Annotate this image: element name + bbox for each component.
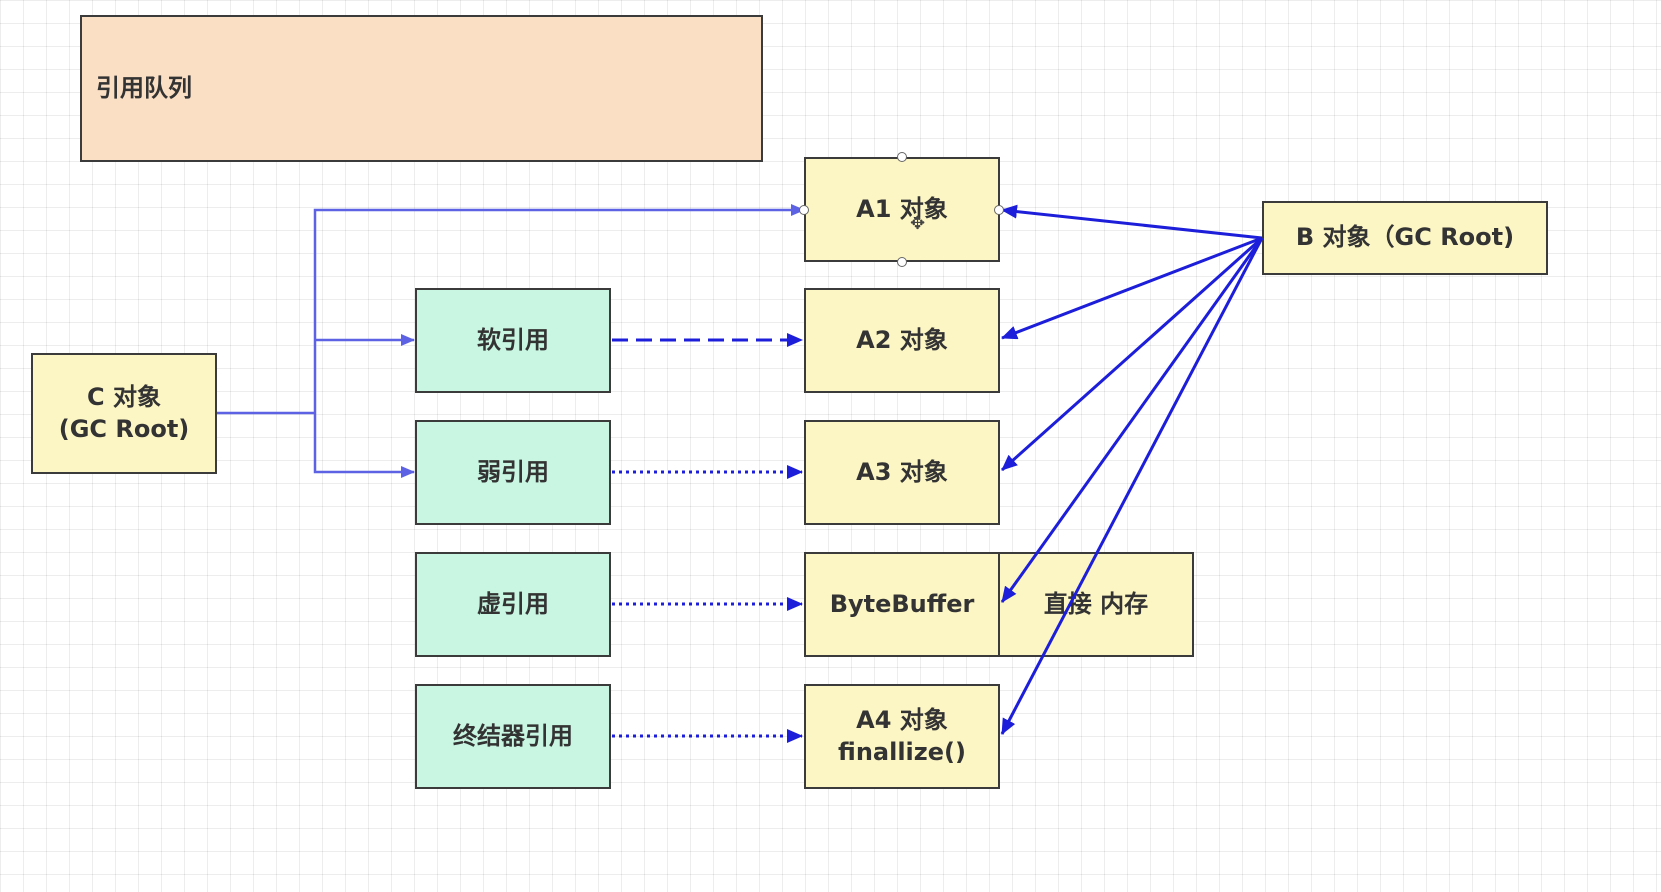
edge-b-to-a2[interactable] (1001, 236, 1263, 340)
edge-c-to-weak[interactable] (313, 413, 415, 478)
c-object-label: C 对象 (GC Root) (58, 383, 190, 443)
selection-handle-top[interactable] (897, 152, 907, 162)
c-object-box[interactable]: C 对象 (GC Root) (31, 353, 217, 474)
weak-reference-label: 弱引用 (477, 457, 549, 486)
reference-queue-label: 引用队列 (96, 73, 192, 102)
a1-object-label: A1 对象 (856, 194, 948, 223)
direct-memory-label: 直接 内存 (1043, 589, 1149, 618)
phantom-reference-label: 虚引用 (477, 589, 549, 618)
soft-reference-box[interactable]: 软引用 (415, 288, 611, 393)
soft-reference-label: 软引用 (477, 325, 549, 354)
weak-reference-box[interactable]: 弱引用 (415, 420, 611, 525)
finalizer-reference-label: 终结器引用 (453, 721, 573, 750)
a4-object-label: A4 对象 finallize() (838, 706, 966, 766)
reference-queue-box[interactable]: 引用队列 (80, 15, 763, 162)
reference-edges (612, 333, 803, 743)
selection-handle-left[interactable] (799, 205, 809, 215)
a2-object-label: A2 对象 (856, 325, 948, 354)
edge-b-to-a3[interactable] (1001, 236, 1263, 472)
finalizer-reference-box[interactable]: 终结器引用 (415, 684, 611, 789)
b-object-box[interactable]: B 对象（GC Root) (1262, 201, 1548, 275)
a1-object-box[interactable]: A1 对象 (804, 157, 1000, 262)
a4-object-box[interactable]: A4 对象 finallize() (804, 684, 1000, 789)
selection-handle-bottom[interactable] (897, 257, 907, 267)
edge-b-to-a4[interactable] (1000, 237, 1264, 735)
a3-object-label: A3 对象 (856, 457, 948, 486)
edge-b-to-bytebuffer[interactable] (1000, 237, 1264, 603)
bytebuffer-label: ByteBuffer (829, 589, 975, 618)
a3-object-box[interactable]: A3 对象 (804, 420, 1000, 525)
a2-object-box[interactable]: A2 对象 (804, 288, 1000, 393)
direct-memory-box[interactable]: 直接 内存 (998, 552, 1194, 657)
move-cursor-icon: ✥ (910, 213, 926, 234)
b-object-label: B 对象（GC Root) (1295, 223, 1515, 252)
phantom-reference-box[interactable]: 虚引用 (415, 552, 611, 657)
bytebuffer-box[interactable]: ByteBuffer (804, 552, 1000, 657)
edge-b-to-a1[interactable] (1001, 204, 1263, 240)
selection-handle-right[interactable] (994, 205, 1004, 215)
